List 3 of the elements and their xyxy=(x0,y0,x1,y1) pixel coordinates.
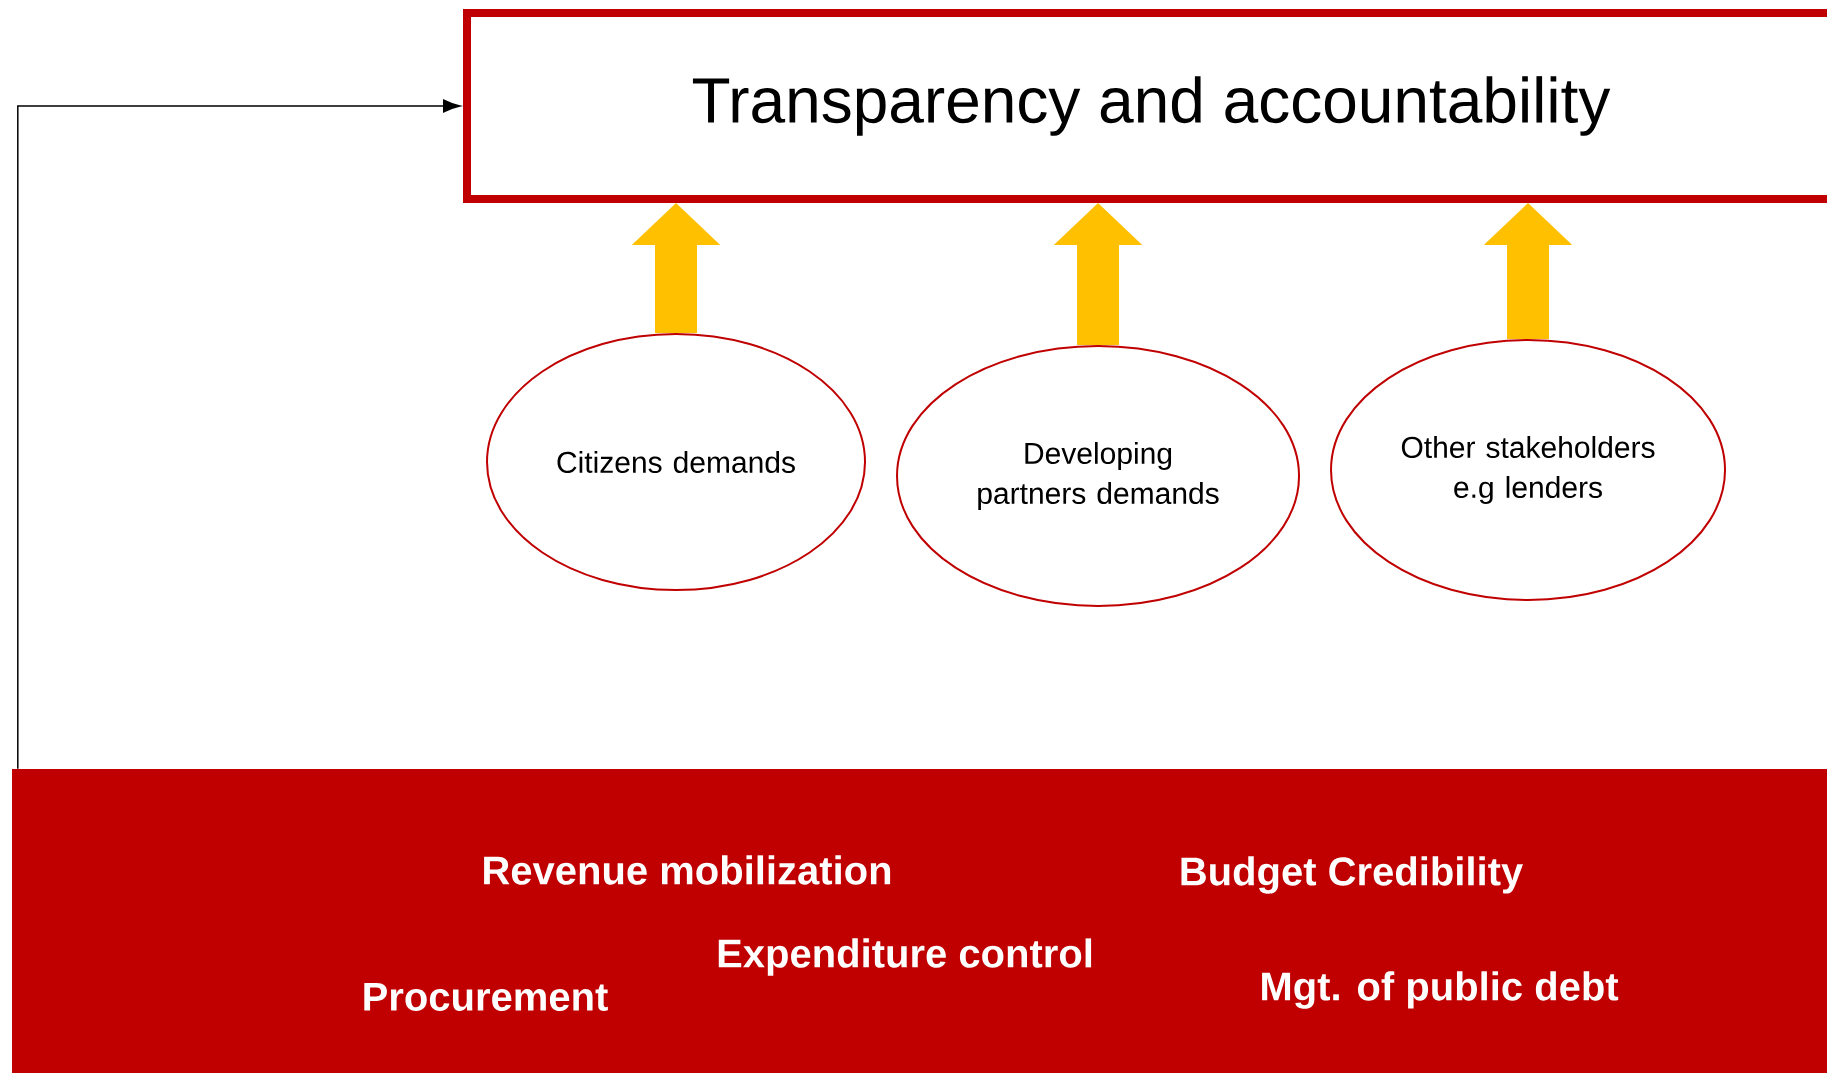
arrow xyxy=(17,99,461,770)
area-band: Revenue mobilization Budget Credibility Expenditure control Procurement Mgt. of public debt xyxy=(12,769,1827,1073)
title-box: Transparency and accountability xyxy=(463,9,1827,203)
